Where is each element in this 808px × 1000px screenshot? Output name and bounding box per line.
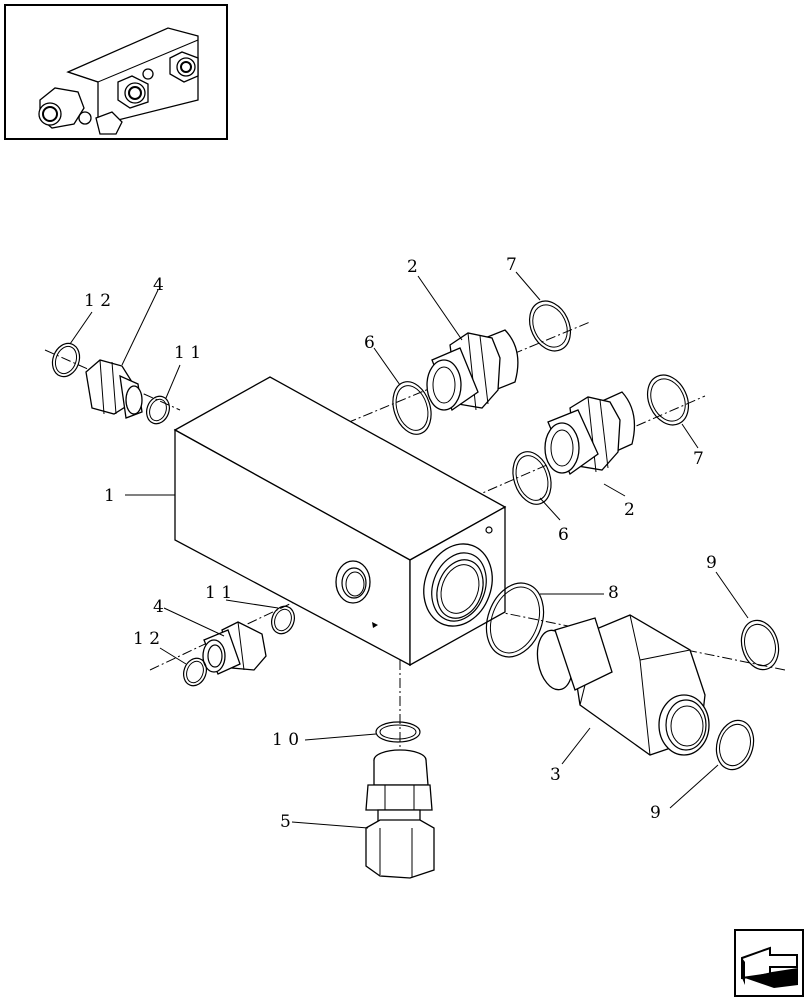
callout-6-upper: 6 xyxy=(364,333,375,353)
o-ring-11-lower xyxy=(271,605,295,635)
o-ring-11-upper xyxy=(146,395,170,425)
callout-6-lower: 6 xyxy=(558,525,569,545)
o-ring-8 xyxy=(485,582,545,658)
o-ring-12-lower xyxy=(183,657,207,687)
callout-2-upper: 2 xyxy=(407,257,418,277)
elbow-fitting[interactable] xyxy=(533,614,710,756)
swivel-fitting[interactable] xyxy=(365,749,435,879)
callout-11-lower: 1 1 xyxy=(205,583,232,603)
callout-labels: 1 2 2 3 4 4 5 6 6 7 7 8 9 9 1 0 1 1 1 1 … xyxy=(84,255,717,832)
callout-10: 1 0 xyxy=(272,730,299,750)
callout-9-upper: 9 xyxy=(706,553,717,573)
assembly-thumbnail[interactable] xyxy=(4,4,228,140)
o-ring-12-upper xyxy=(51,342,81,378)
connector-lower[interactable] xyxy=(544,391,636,476)
fitting-upper-left[interactable] xyxy=(85,359,143,419)
callout-3: 3 xyxy=(550,765,561,785)
o-ring-10 xyxy=(375,721,421,743)
valve-block[interactable] xyxy=(173,376,507,667)
o-ring-9-lower xyxy=(715,719,755,771)
o-ring-6-upper xyxy=(392,381,432,435)
callout-5: 5 xyxy=(280,812,291,832)
callout-8: 8 xyxy=(608,583,619,603)
callout-7-lower: 7 xyxy=(693,449,704,469)
callout-4-lower: 4 xyxy=(153,597,164,617)
callout-12-lower: 1 2 xyxy=(133,629,160,649)
leader-lines xyxy=(69,271,749,829)
o-ring-6-lower xyxy=(512,451,552,505)
back-arrow-icon[interactable] xyxy=(734,929,804,997)
callout-11-upper: 1 1 xyxy=(174,343,201,363)
callout-4-upper: 4 xyxy=(153,275,164,295)
callout-2-lower: 2 xyxy=(624,500,635,520)
callout-9-lower: 9 xyxy=(650,803,661,823)
connector-upper[interactable] xyxy=(426,329,519,411)
callout-7-upper: 7 xyxy=(506,255,517,275)
callout-1: 1 xyxy=(104,486,115,506)
callout-12-upper: 1 2 xyxy=(84,291,111,311)
o-ring-7-upper xyxy=(528,300,572,352)
o-ring-9-upper xyxy=(740,619,780,671)
o-ring-7-lower xyxy=(646,374,690,426)
o-rings xyxy=(51,300,780,771)
fitting-lower-left[interactable] xyxy=(202,621,267,675)
